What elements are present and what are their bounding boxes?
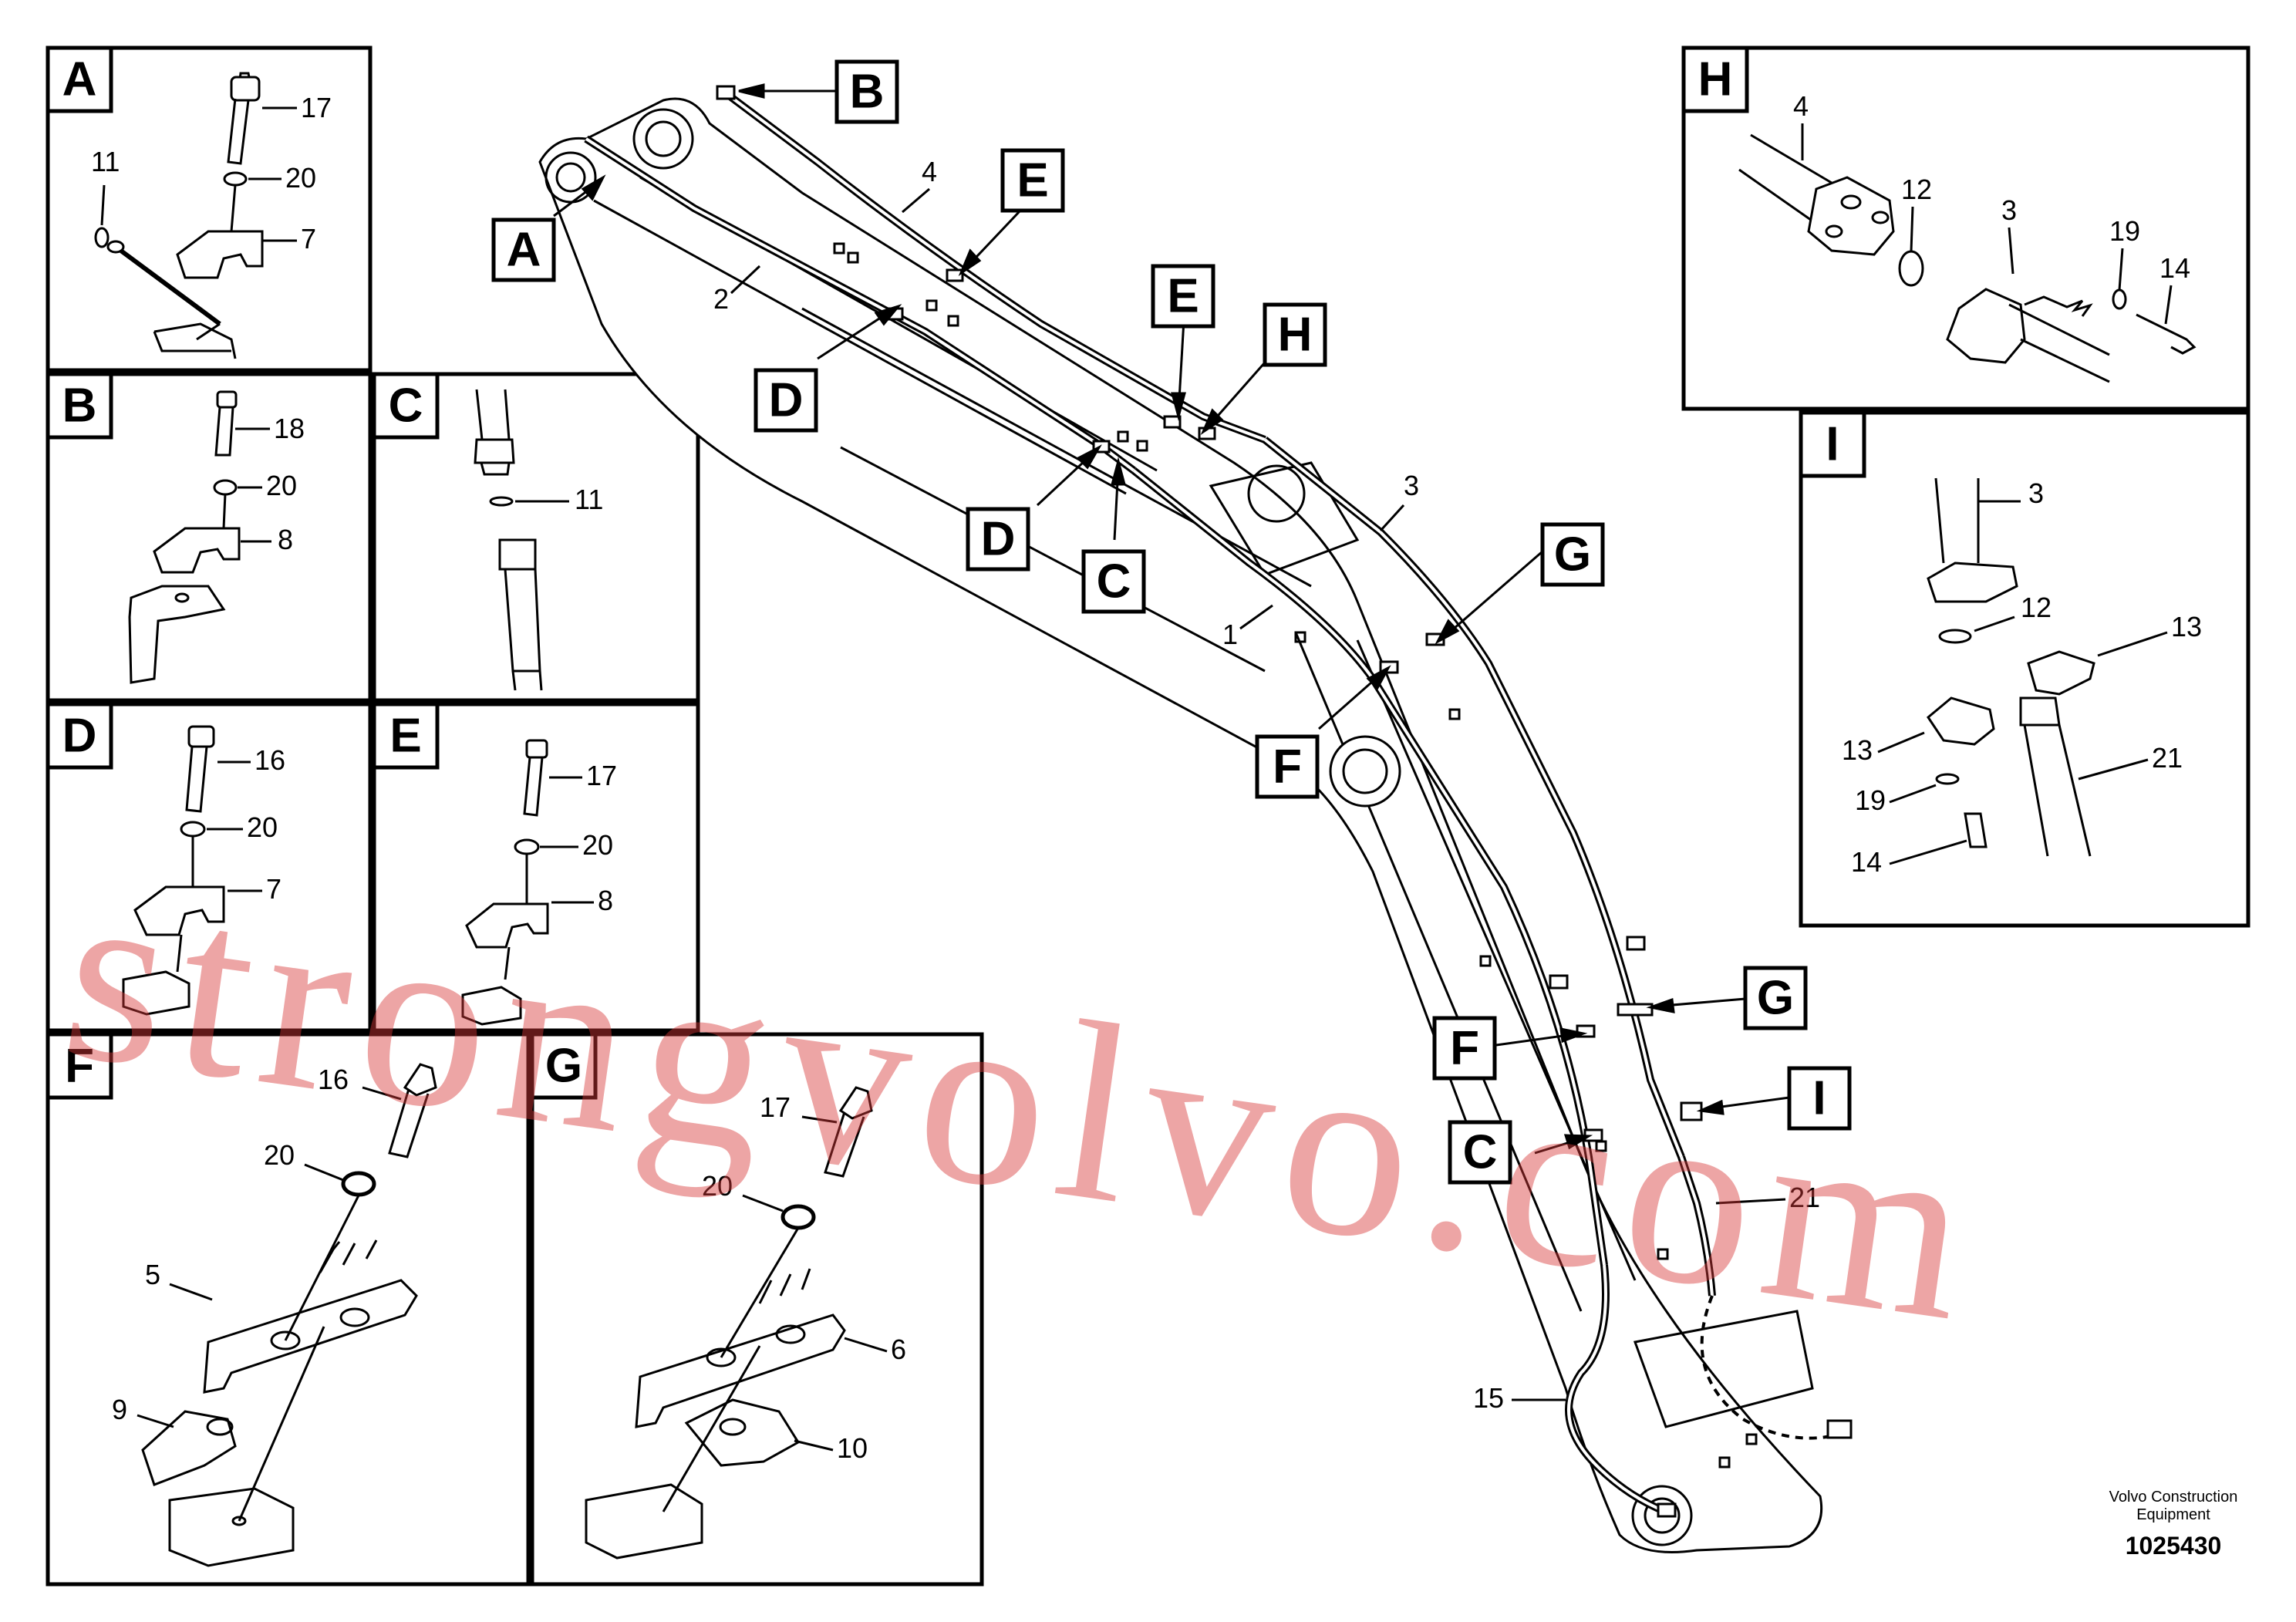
panel-f-letter: F xyxy=(65,1040,94,1093)
main-label-15: 15 xyxy=(1473,1382,1504,1414)
callout-e-right: E xyxy=(1167,270,1199,323)
callout-g-upper: G xyxy=(1554,528,1591,582)
panel-h-frame xyxy=(1681,46,2250,411)
panel-e-label-8: 8 xyxy=(598,885,613,916)
panel-i-label-13-left: 13 xyxy=(1842,734,1873,766)
callout-h: H xyxy=(1278,309,1313,362)
hydraulic-lines xyxy=(584,85,1853,1518)
panel-a-label-7: 7 xyxy=(301,223,316,255)
main-label-2: 2 xyxy=(713,283,729,315)
panel-a-label-17: 17 xyxy=(301,92,332,123)
callout-d-upper: D xyxy=(769,374,804,427)
panel-f-label-20: 20 xyxy=(264,1139,295,1171)
main-label-1: 1 xyxy=(1222,619,1238,650)
panel-g-label-10: 10 xyxy=(837,1432,868,1464)
panel-a-frame xyxy=(46,46,373,373)
panel-a-letter: A xyxy=(62,53,97,106)
panel-c-label-11: 11 xyxy=(575,484,603,515)
panel-h-label-12: 12 xyxy=(1901,174,1932,205)
panel-b-letter: B xyxy=(62,379,97,433)
panel-g-letter: G xyxy=(545,1040,582,1093)
panel-b-label-8: 8 xyxy=(278,524,293,555)
panel-f-frame xyxy=(46,1032,531,1587)
panel-h-label-3: 3 xyxy=(2001,194,2017,226)
panel-i-drawing xyxy=(1927,477,2095,857)
panel-h-label-14: 14 xyxy=(2159,252,2190,284)
panel-b-frame xyxy=(46,372,373,703)
callout-b-top: B xyxy=(850,66,885,119)
panel-i-label-21: 21 xyxy=(2152,742,2183,774)
panel-b-label-20: 20 xyxy=(266,470,297,501)
panel-f-label-9: 9 xyxy=(112,1394,127,1425)
panel-a-drawing xyxy=(94,72,264,359)
panel-d-frame xyxy=(46,702,373,1033)
panel-d-label-16: 16 xyxy=(255,744,285,776)
panel-g-label-6: 6 xyxy=(891,1334,906,1365)
panel-d-label-20: 20 xyxy=(247,811,278,843)
panel-c-drawing xyxy=(474,389,543,691)
panel-c-letter: C xyxy=(389,379,423,433)
panel-e-label-20: 20 xyxy=(582,829,613,861)
panel-i-label-12: 12 xyxy=(2021,592,2052,623)
callout-a: A xyxy=(507,224,541,277)
callout-f-lower: F xyxy=(1450,1022,1479,1075)
panel-h-label-19: 19 xyxy=(2109,215,2140,247)
panel-g-label-17: 17 xyxy=(760,1091,791,1123)
footer-company-line1: Volvo Construction xyxy=(2109,1489,2238,1506)
panel-i-label-13-right: 13 xyxy=(2171,611,2202,642)
panel-h-letter: H xyxy=(1698,53,1733,106)
panel-g-frame xyxy=(530,1032,984,1587)
callout-f-upper: F xyxy=(1273,740,1302,794)
panel-c-frame xyxy=(372,372,700,703)
footer-company-line2: Equipment xyxy=(2136,1506,2210,1523)
callout-d-lower: D xyxy=(981,513,1016,566)
panel-d-drawing xyxy=(122,725,225,1016)
panel-f-drawing xyxy=(141,1063,437,1567)
panel-e-drawing xyxy=(461,739,549,1026)
main-label-3: 3 xyxy=(1404,470,1419,501)
main-label-4: 4 xyxy=(922,156,937,187)
callout-e-left: E xyxy=(1017,154,1048,207)
panel-a-label-20: 20 xyxy=(285,162,316,194)
panel-g-label-20: 20 xyxy=(702,1170,733,1202)
panel-e-frame xyxy=(372,702,700,1033)
main-label-21: 21 xyxy=(1789,1182,1820,1213)
panel-h-label-4: 4 xyxy=(1793,90,1809,122)
panel-b-drawing xyxy=(128,390,241,684)
panel-i-letter: I xyxy=(1826,418,1839,471)
panel-i-label-14: 14 xyxy=(1851,846,1882,878)
panel-i-label-3: 3 xyxy=(2028,477,2044,509)
callout-i: I xyxy=(1812,1072,1826,1125)
panel-i-label-19: 19 xyxy=(1855,784,1886,816)
main-callout-leaders xyxy=(553,83,1790,1155)
panel-f-label-5: 5 xyxy=(145,1259,160,1290)
panel-e-label-17: 17 xyxy=(586,760,617,791)
callout-g-lower: G xyxy=(1757,972,1794,1025)
panel-a-label-11: 11 xyxy=(91,146,120,177)
panel-d-label-7: 7 xyxy=(266,873,282,905)
callout-c-upper: C xyxy=(1097,555,1131,609)
panel-b-label-18: 18 xyxy=(274,413,305,444)
panel-i-frame xyxy=(1799,410,2250,928)
panel-e-letter: E xyxy=(389,710,421,763)
panel-d-letter: D xyxy=(62,710,97,763)
panel-f-label-16: 16 xyxy=(318,1064,349,1095)
drawing-number: 1025430 xyxy=(2126,1532,2222,1560)
callout-c-lower: C xyxy=(1463,1126,1498,1179)
panel-g-drawing xyxy=(585,1086,873,1560)
